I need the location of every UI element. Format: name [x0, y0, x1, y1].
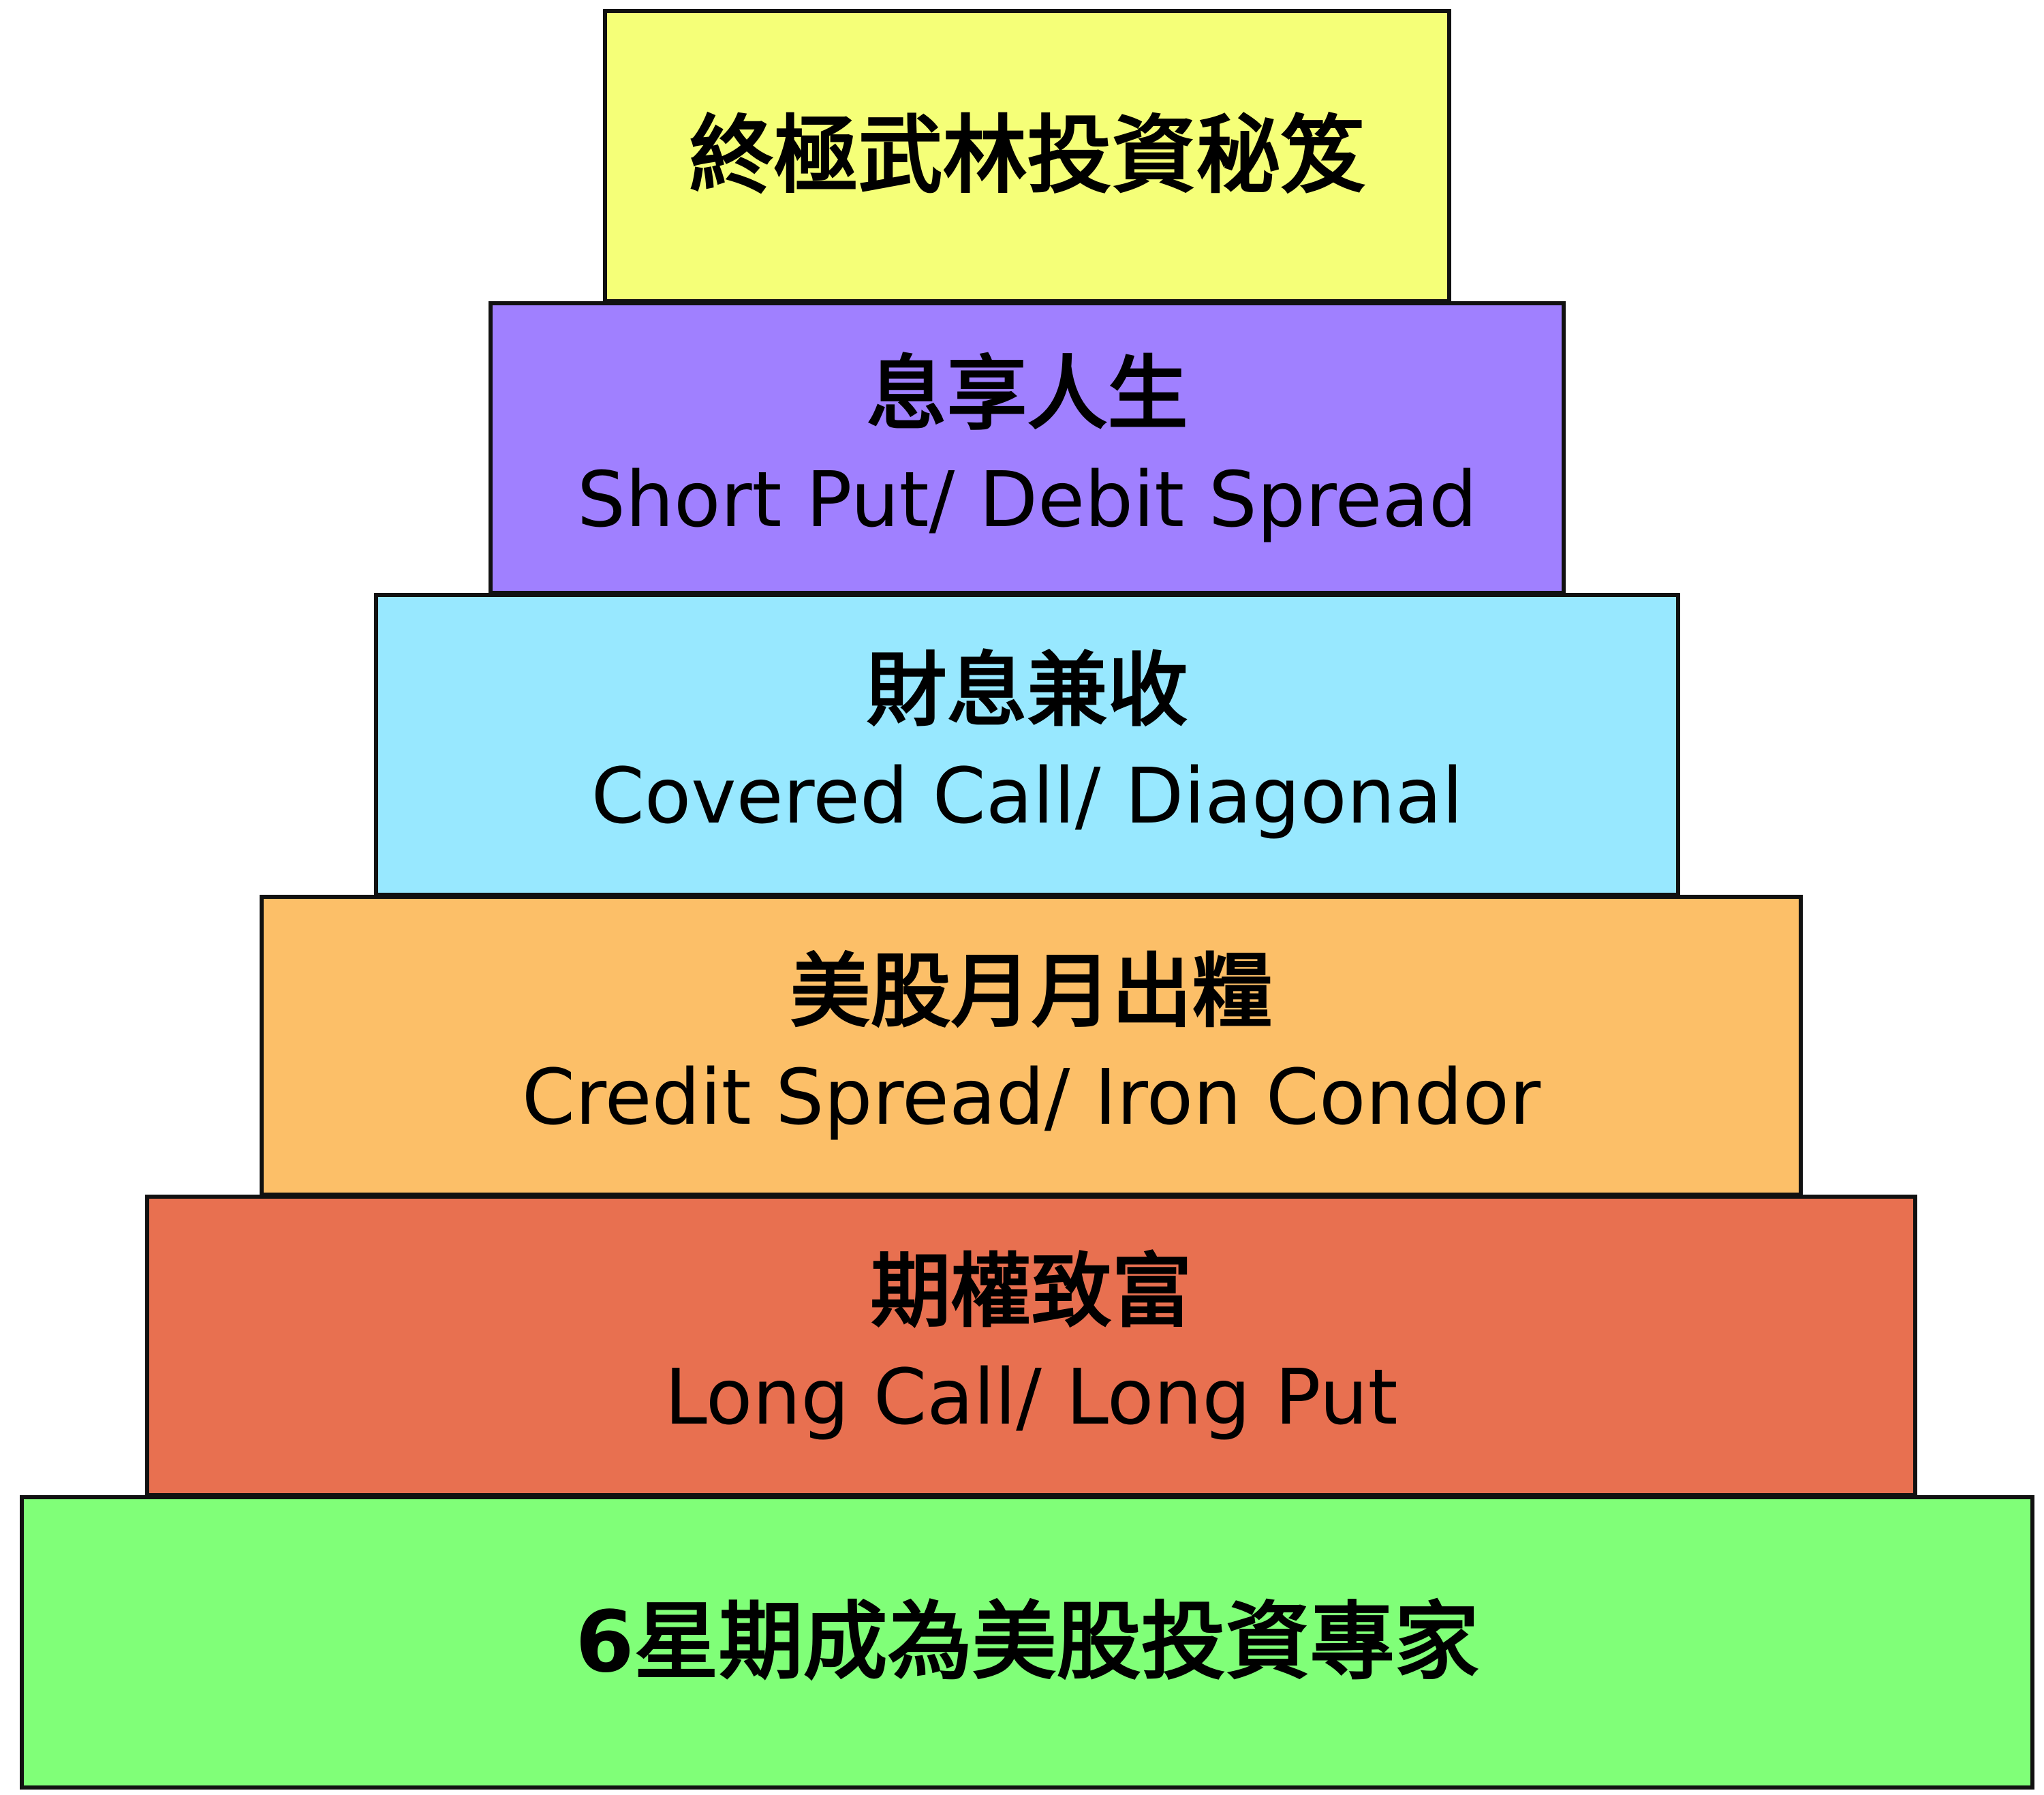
tier-subtitle: Credit Spread/ Iron Condor — [521, 1053, 1541, 1142]
tier-title: 期權致富 — [870, 1244, 1192, 1339]
tier-wealth-and-income: 財息兼收 Covered Call/ Diagonal — [374, 593, 1680, 897]
tier-ultimate-secrets: 終極武林投資秘笈 — [603, 9, 1451, 303]
tier-title: 6星期成為美股投資專家 — [575, 1593, 1479, 1691]
tier-options-wealth: 期權致富 Long Call/ Long Put — [145, 1195, 1917, 1497]
tier-subtitle: Covered Call/ Diagonal — [591, 752, 1464, 841]
tier-title: 財息兼收 — [866, 643, 1188, 738]
tier-income-life: 息享人生 Short Put/ Debit Spread — [489, 301, 1566, 595]
tier-monthly-payout: 美股月月出糧 Credit Spread/ Iron Condor — [260, 895, 1803, 1197]
tier-title: 美股月月出糧 — [790, 944, 1273, 1039]
tier-title: 息享人生 — [866, 346, 1188, 441]
tier-subtitle: Short Put/ Debit Spread — [576, 455, 1478, 544]
tier-subtitle: Long Call/ Long Put — [664, 1353, 1398, 1442]
tier-six-week-expert: 6星期成為美股投資專家 — [20, 1495, 2034, 1790]
tier-title: 終極武林投資秘笈 — [689, 106, 1365, 205]
